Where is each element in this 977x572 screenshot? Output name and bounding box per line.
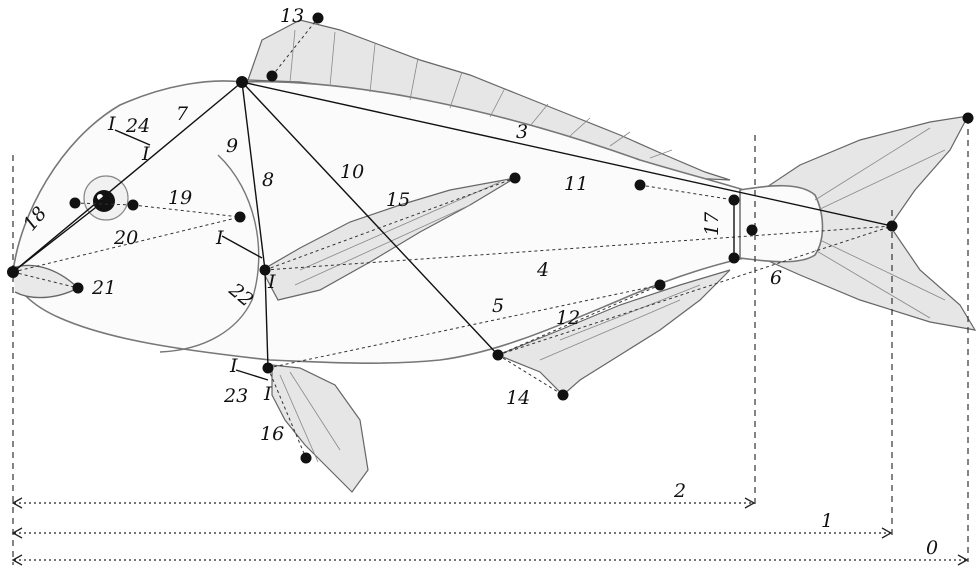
tick-label: I (107, 113, 116, 135)
fish-illustration (12, 19, 977, 493)
tick-label: I (267, 271, 276, 293)
label-23: 23 (223, 385, 248, 407)
label-7: 7 (176, 103, 189, 125)
measurement-lines (12, 17, 893, 459)
dimension-2: 2 (11, 480, 756, 509)
label-6: 6 (770, 267, 782, 289)
caudal-fin (754, 115, 977, 331)
tick-marks (114, 129, 269, 381)
label-20: 20 (113, 227, 138, 249)
label-12: 12 (556, 307, 580, 329)
tick-label: I (263, 383, 272, 405)
landmark-labels: 13 24 7 9 8 10 3 11 15 17 18 19 20 4 6 2… (19, 5, 782, 445)
label-9: 9 (226, 135, 238, 157)
label-13: 13 (280, 5, 304, 27)
label-17: 17 (701, 211, 723, 236)
length-label-0: 0 (926, 537, 938, 559)
label-21: 21 (91, 277, 116, 299)
label-14: 14 (506, 387, 530, 409)
tick-labels: I I I I I I I (107, 113, 276, 405)
label-24: 24 (125, 115, 150, 137)
label-3: 3 (516, 121, 528, 143)
dimension-0: 0 (11, 537, 969, 566)
label-16: 16 (260, 423, 284, 445)
label-11: 11 (564, 173, 588, 195)
landmark-points (7, 12, 974, 464)
label-15: 15 (386, 189, 410, 211)
label-4: 4 (536, 259, 549, 281)
tick-label: I (141, 143, 150, 165)
label-5: 5 (492, 295, 504, 317)
fin-rays (279, 29, 946, 463)
length-label-1: 1 (821, 510, 833, 532)
eye (83, 175, 129, 221)
vertical-guides (12, 118, 969, 565)
label-8: 8 (262, 169, 274, 191)
operculum (159, 154, 260, 353)
dimension-1: 1 (11, 510, 893, 539)
length-label-2: 2 (673, 480, 686, 502)
pelvic-fin (271, 364, 369, 493)
label-19: 19 (168, 187, 192, 209)
tick-label: I (215, 227, 224, 249)
label-10: 10 (340, 161, 364, 183)
length-dimensions: 2 1 0 (11, 480, 969, 566)
caudal-peduncle (739, 184, 824, 263)
tick-label: I (229, 355, 238, 377)
